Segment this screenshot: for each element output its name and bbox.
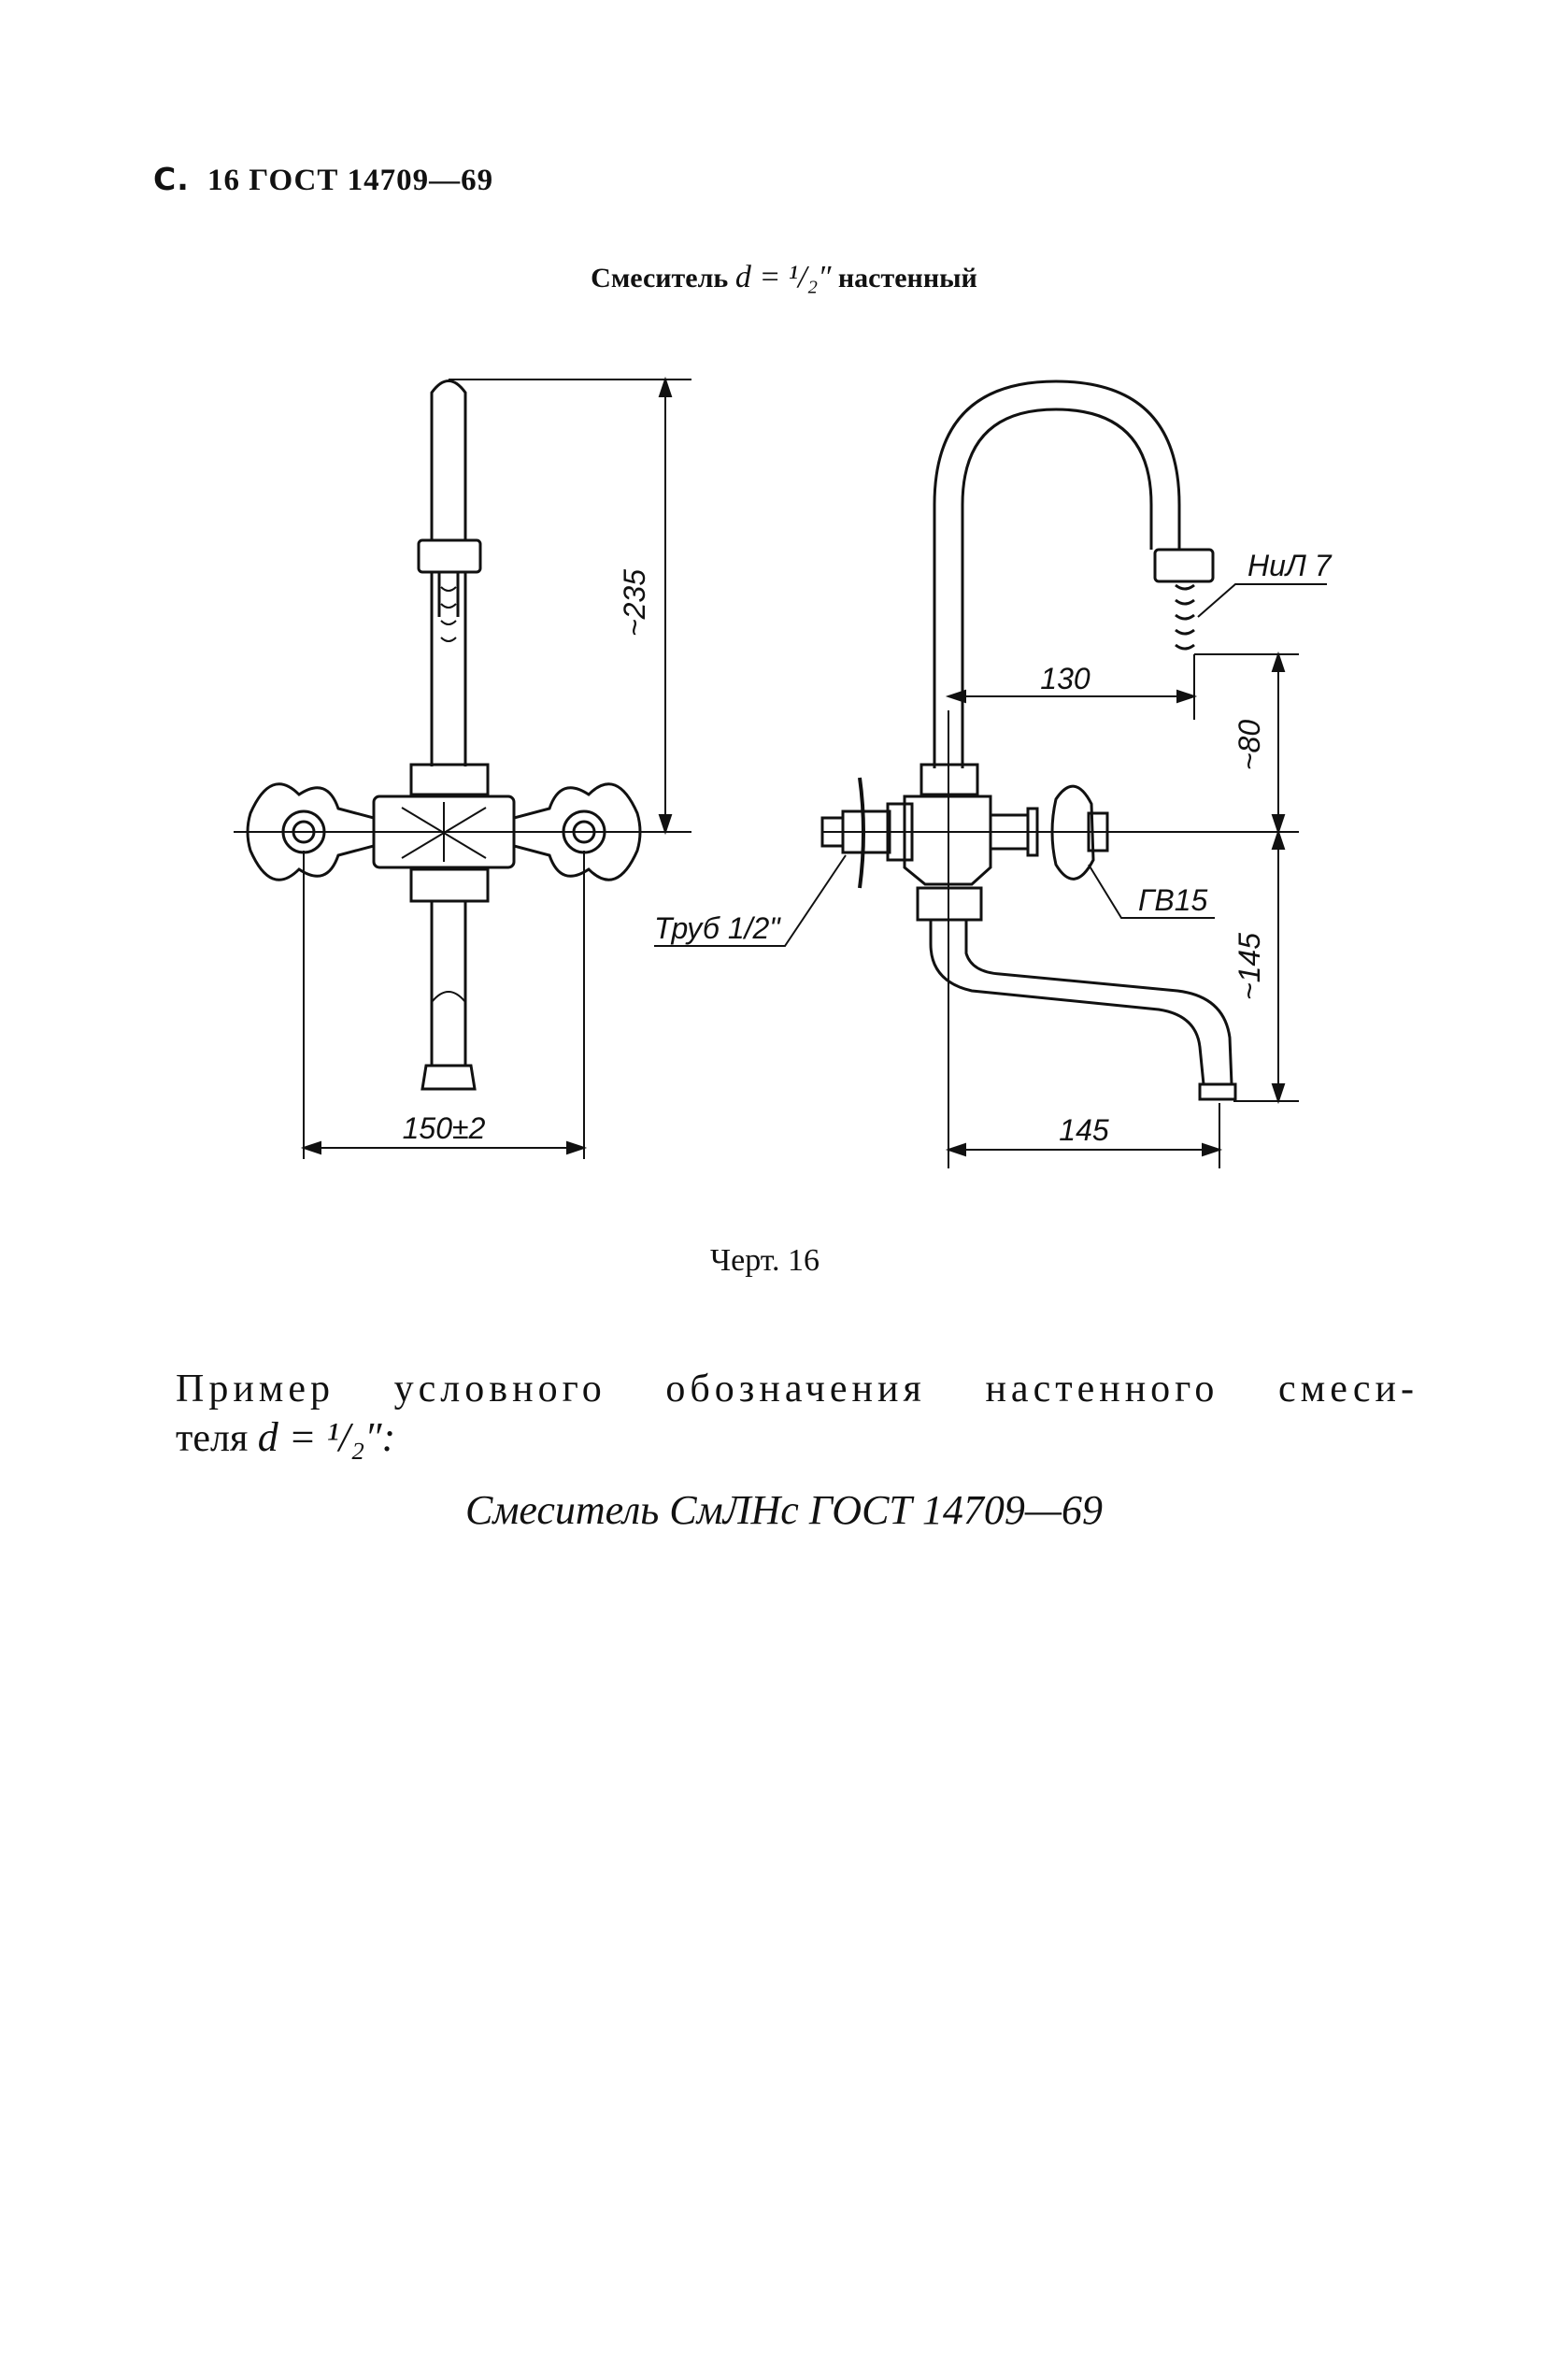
callout-pipe: Труб 1/2" bbox=[654, 911, 781, 945]
technical-drawing: ~235 150±2 130 ~80 ~145 145 НиЛ 7 ГВ15 Т… bbox=[234, 376, 1333, 1168]
paragraph-line-1: Пример условного обозначения настенного … bbox=[176, 1368, 1418, 1411]
dim-left-height: ~235 bbox=[618, 569, 651, 637]
side-view-dimensions bbox=[654, 583, 1327, 1168]
dim-left-width: 150±2 bbox=[403, 1111, 486, 1145]
dim-right-height-bottom: ~145 bbox=[1233, 933, 1266, 1000]
dim-right-height-top: ~80 bbox=[1233, 720, 1266, 770]
figure-caption: Черт. 16 bbox=[710, 1243, 820, 1278]
page-prefix: С. bbox=[153, 161, 190, 197]
title-formula: d = ¹/₂″ bbox=[734, 260, 832, 294]
dim-right-reach-top: 130 bbox=[1040, 662, 1090, 695]
dim-right-reach-bottom: 145 bbox=[1059, 1113, 1109, 1147]
paragraph-line-2: теля d = ¹/₂″: bbox=[176, 1414, 396, 1460]
callout-nil7: НиЛ 7 bbox=[1247, 549, 1333, 582]
drawing-title: Смеситель d = ¹/₂″ настенный bbox=[591, 260, 977, 294]
page-number: 16 bbox=[207, 164, 241, 197]
standard-number: ГОСТ 14709—69 bbox=[249, 164, 494, 197]
side-view bbox=[820, 380, 1237, 1101]
front-view bbox=[246, 380, 642, 1091]
paragraph-formula: d = ¹/₂″: bbox=[257, 1414, 396, 1460]
page-header: С. 16 ГОСТ 14709—69 bbox=[153, 161, 493, 198]
callout-gv15: ГВ15 bbox=[1138, 883, 1208, 917]
front-view-dimensions bbox=[234, 376, 691, 1159]
designation-example: Смеситель СмЛНс ГОСТ 14709—69 bbox=[464, 1487, 1104, 1533]
